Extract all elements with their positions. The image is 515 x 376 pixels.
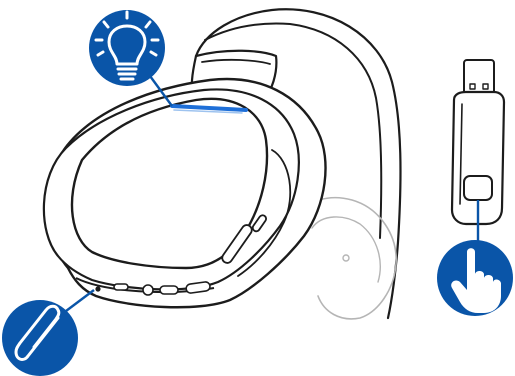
usb-contact-right [483,84,488,89]
press-button-badge [437,240,513,316]
dongle-pair-button[interactable] [464,176,492,200]
back-earcup-inner [312,217,380,282]
usb-connector [464,60,494,94]
earcup [44,79,326,307]
reset-pinhole[interactable] [96,287,100,291]
usb-contact-left [470,84,475,89]
mic-port [114,284,128,290]
usb-dongle [452,60,504,224]
pinhole-callout-line [62,290,94,314]
usb-c-port[interactable] [160,286,178,294]
yoke-inner-line [202,60,270,64]
back-hinge-dot [343,255,349,261]
audio-jack[interactable] [143,285,153,295]
paperclip-badge [2,290,94,376]
